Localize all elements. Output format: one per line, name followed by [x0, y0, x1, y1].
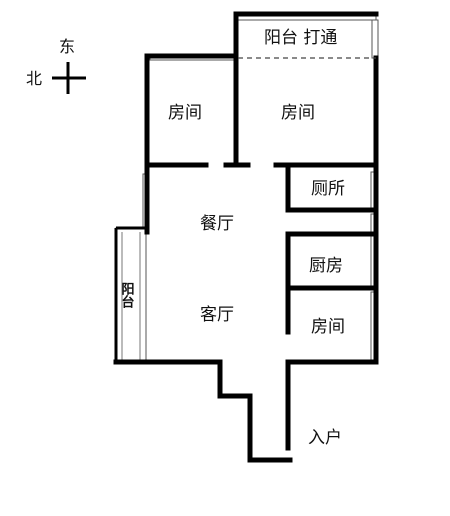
balcony-side-outline [115, 227, 147, 365]
label-kitchen: 厨房 [309, 256, 343, 276]
compass-east-label: 东 [59, 37, 75, 56]
label-living: 客厅 [200, 305, 234, 325]
label-bedroom-main: 房间 [281, 103, 315, 123]
label-bedroom-small: 房间 [311, 317, 345, 337]
walls [113, 11, 379, 463]
label-entrance: 入户 [308, 428, 342, 448]
window-balcony-right [371, 19, 379, 59]
label-balcony-side: 阳台 [119, 282, 135, 309]
label-dining: 餐厅 [200, 214, 234, 234]
compass: 东 北 [26, 37, 86, 94]
label-bedroom-left: 房间 [168, 103, 202, 123]
label-toilet: 厕所 [311, 179, 345, 199]
label-balcony-top: 阳台 打通 [264, 28, 337, 48]
compass-north-label: 北 [26, 69, 42, 88]
